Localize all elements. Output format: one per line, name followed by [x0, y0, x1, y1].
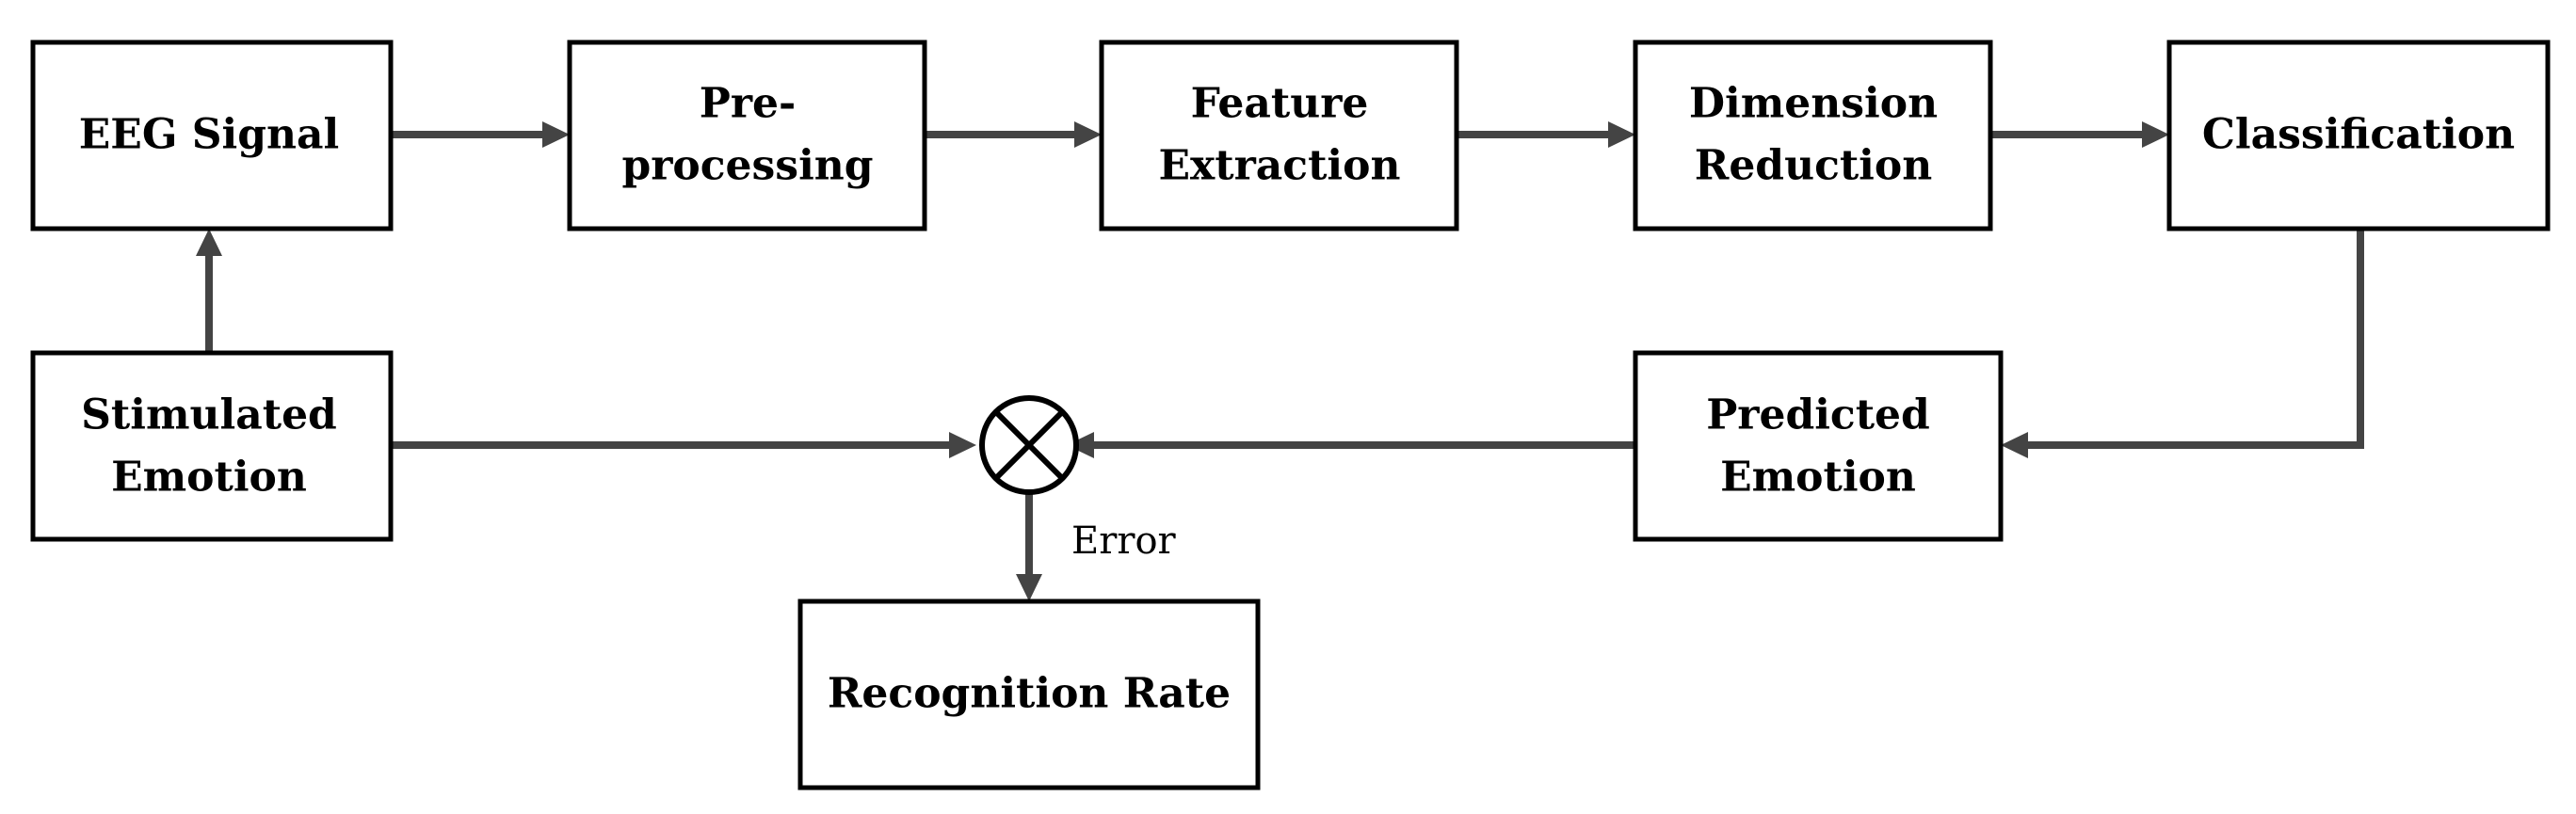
classification-label-line-1: Classification — [2202, 111, 2515, 159]
predicted-emotion-label-line-1: Predicted — [1706, 391, 1930, 439]
preprocessing-label-line-2: processing — [621, 142, 873, 190]
eeg-signal-label-line-1: EEG Signal — [79, 111, 339, 159]
arrow-preprocessing-to-feature-extraction — [925, 121, 1102, 148]
multiply-circle-icon — [979, 395, 1079, 495]
node-eeg-signal: EEG Signal — [30, 40, 394, 231]
recognition-rate-label-line-1: Recognition Rate — [828, 670, 1231, 718]
node-classification: Classification — [2166, 40, 2551, 231]
connectors — [196, 121, 2364, 601]
arrow-stimulated-emotion-to-junction — [391, 432, 976, 458]
node-recognition-rate: Recognition Rate — [797, 599, 1261, 790]
dimension-reduction-label-line-2: Reduction — [1695, 142, 1932, 190]
node-preprocessing: Pre-processing — [567, 40, 927, 231]
arrow-feature-extraction-to-dimension-reduction — [1457, 121, 1635, 148]
feature-extraction-label-line-2: Extraction — [1159, 142, 1401, 190]
arrow-dimension-reduction-to-classification — [1990, 121, 2169, 148]
stimulated-emotion-label-line-2: Emotion — [111, 454, 307, 502]
arrow-classification-to-predicted-emotion — [2001, 229, 2364, 458]
arrow-eeg-to-preprocessing — [391, 121, 570, 148]
error-label: Error — [1071, 519, 1177, 563]
predicted-emotion-label-line-2: Emotion — [1720, 454, 1916, 502]
dimension-reduction-label-line-1: Dimension — [1689, 80, 1938, 128]
preprocessing-label-line-1: Pre- — [700, 80, 797, 128]
arrow-junction-to-recognition-rate — [1016, 489, 1042, 601]
arrow-predicted-emotion-to-junction — [1067, 432, 1635, 458]
feature-extraction-label-line-1: Feature — [1191, 80, 1369, 128]
arrow-stimulated-emotion-to-eeg — [196, 229, 222, 353]
stimulated-emotion-label-line-1: Stimulated — [81, 391, 337, 439]
